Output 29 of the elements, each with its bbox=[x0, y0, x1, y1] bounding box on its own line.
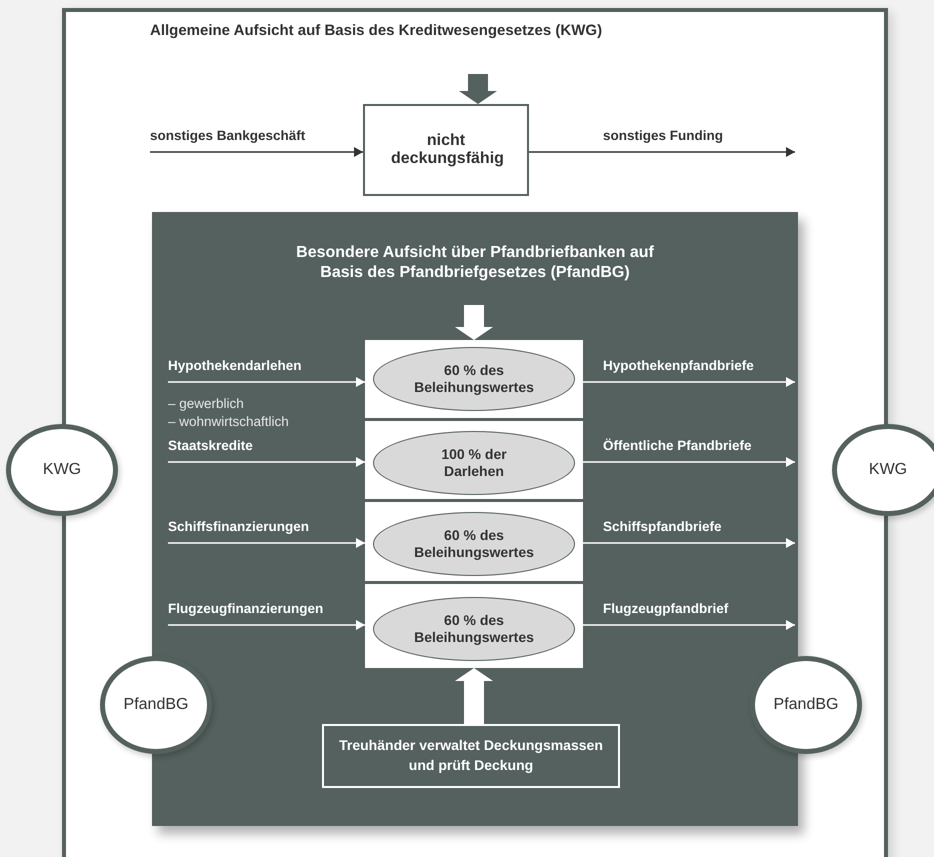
ellipse-text: 60 % des Beleihungswertes bbox=[413, 362, 535, 396]
edge-label: Öffentliche Pfandbriefe bbox=[601, 438, 754, 453]
ellipse-text: 60 % des Beleihungswertes bbox=[413, 526, 535, 562]
edge-label: Schiffsfinanzierungen bbox=[166, 519, 312, 534]
box-text: Treuhänder verwaltet Deckungsmassen und prüft Deckung bbox=[338, 736, 604, 775]
edge-label: sonstiges Funding bbox=[601, 128, 725, 143]
panel-heading: Besondere Aufsicht über Pfandbriefbanken auf Basis des Pfandbriefgesetzes (PfandBG) bbox=[295, 243, 655, 283]
ellipse-text: 100 % der Darlehen bbox=[440, 446, 508, 480]
trustee-box bbox=[322, 724, 620, 788]
edge-label: Flugzeugfinanzierungen bbox=[166, 601, 326, 616]
circle-text: KWG bbox=[42, 461, 82, 479]
heading: Allgemeine Aufsicht auf Basis des Kreditwesengesetzes (KWG) bbox=[150, 22, 602, 39]
list-item: – wohnwirtschaftlich bbox=[168, 414, 289, 429]
edge-label: Schiffspfandbriefe bbox=[601, 519, 724, 534]
box-text: nicht deckungsfähig bbox=[391, 132, 501, 168]
block-arrow bbox=[455, 305, 493, 340]
block-arrow bbox=[455, 668, 493, 724]
edge-label: Hypothekenpfandbriefe bbox=[601, 358, 756, 373]
list-item: – gewerblich bbox=[168, 396, 244, 411]
circle-text: PfandBG bbox=[124, 696, 188, 714]
edge-label: sonstiges Bankgeschäft bbox=[148, 128, 308, 143]
process-box bbox=[363, 104, 529, 196]
block-arrow bbox=[459, 74, 497, 104]
circle-text: KWG bbox=[868, 461, 908, 479]
ellipse-text: 60 % des Beleihungswertes bbox=[413, 612, 535, 646]
edge-label: Hypothekendarlehen bbox=[166, 358, 304, 373]
edge-label: Staatskredite bbox=[166, 438, 255, 453]
circle-text: PfandBG bbox=[774, 696, 838, 714]
edge-label: Flugzeugpfandbrief bbox=[601, 601, 730, 616]
